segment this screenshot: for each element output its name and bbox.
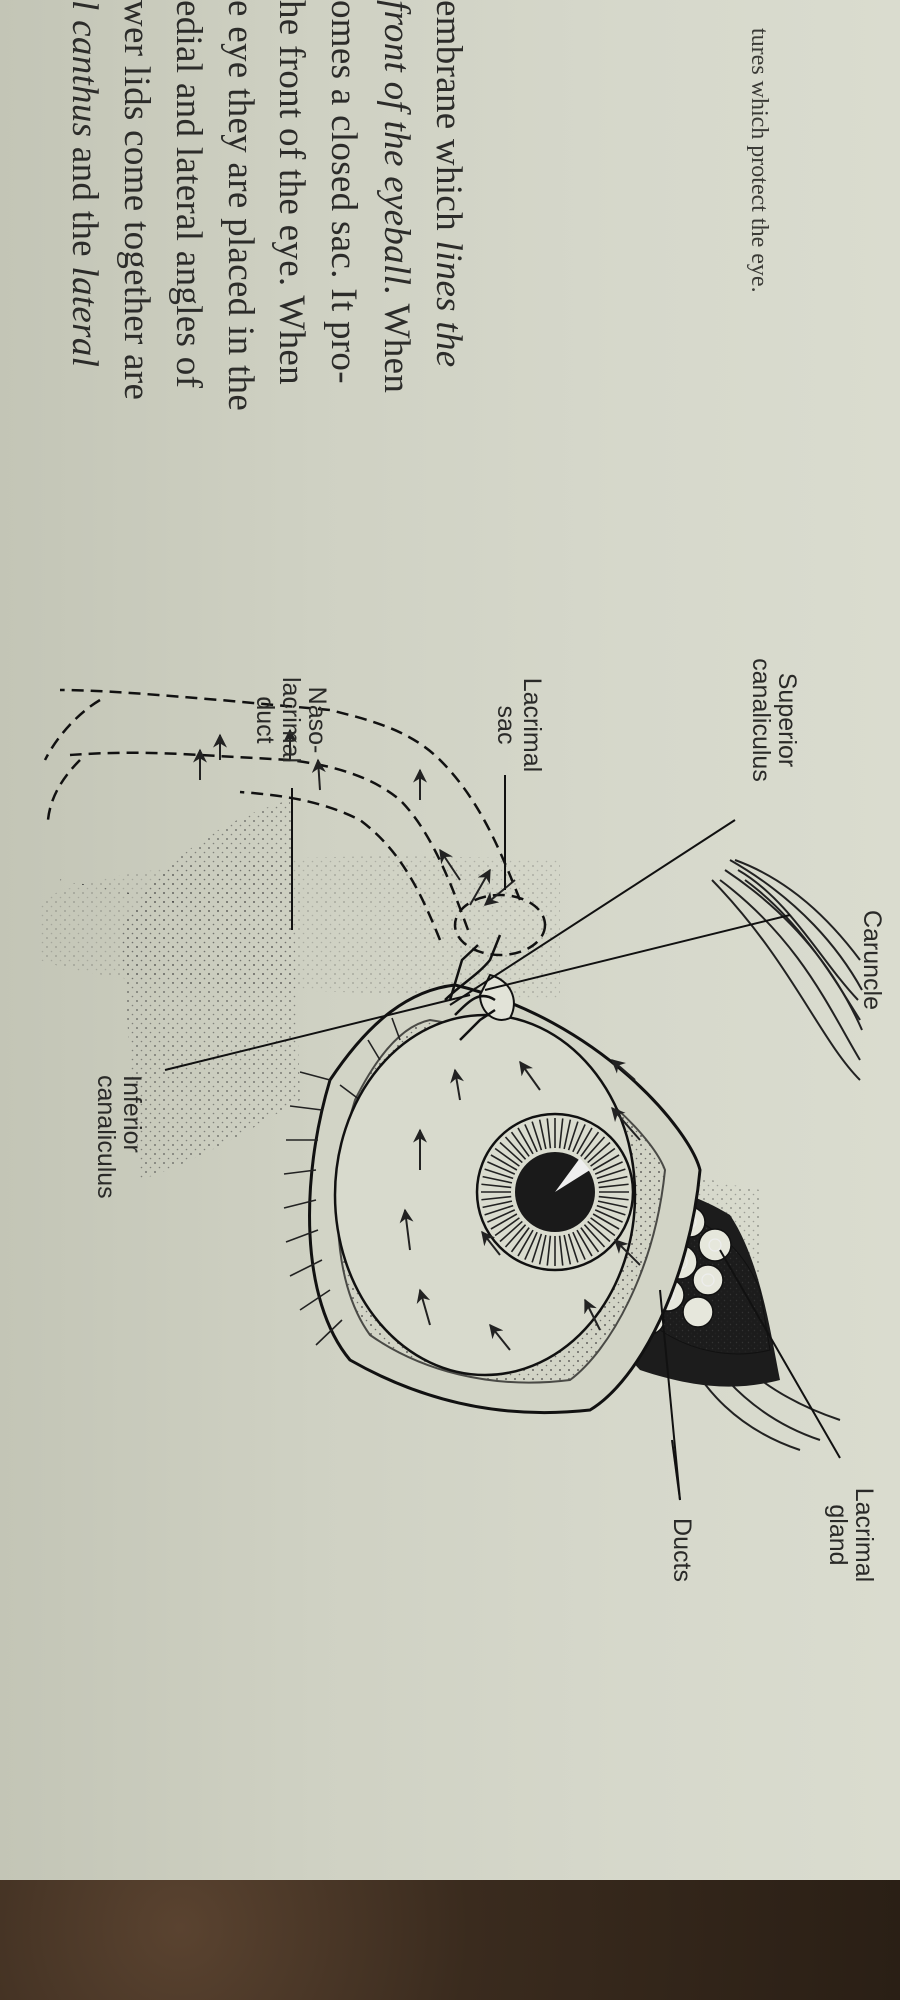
inferior-canaliculus-leader (164, 994, 471, 1071)
table-surface (0, 1880, 900, 2000)
eye-diagram (40, 688, 863, 1501)
textbook-page: tures which protect the eye. embrane whi… (0, 0, 900, 1880)
leader-lines (164, 775, 841, 1501)
duct-flow-arrows (193, 728, 516, 906)
ducts-leader-a (659, 1289, 681, 1501)
label-ducts: Ducts (668, 1518, 696, 1582)
lacrimal-sac-line2: sac (492, 705, 520, 745)
nasolacrimal-duct (43, 688, 522, 941)
label-nasolacrimal-duct: Naso- lacrimal duct (251, 660, 331, 780)
label-lacrimal-sac: Lacrimal sac (492, 665, 546, 785)
label-lacrimal-gland: Lacrimal gland (824, 1470, 878, 1600)
caruncle-leader (484, 914, 791, 991)
lacrimal-gland-line2: gland (824, 1504, 852, 1566)
superior-canaliculus-line1: Superior (773, 672, 801, 768)
nasolacrimal-line3: duct (251, 696, 279, 744)
eyeball (333, 1013, 637, 1377)
nasolacrimal-line2: lacrimal (277, 676, 305, 764)
inferior-canaliculus-line1: Inferior (118, 1075, 146, 1153)
ducts-leader-b (671, 1439, 681, 1501)
label-superior-canaliculus: Superior canaliculus (747, 625, 801, 815)
label-inferior-canaliculus: Inferior canaliculus (92, 1075, 146, 1245)
lacrimal-gland-line1: Lacrimal (850, 1487, 878, 1583)
label-caruncle: Caruncle (858, 909, 886, 1011)
lacrimal-sac (453, 893, 547, 957)
caruncle (478, 973, 515, 1021)
lacrimal-sac-line1: Lacrimal (518, 677, 546, 773)
superior-canaliculus-leader (449, 819, 736, 1006)
superior-canaliculus-line2: canaliculus (747, 658, 775, 782)
nasolacrimal-line1: Naso- (303, 686, 331, 754)
lacrimal-gland-leader (719, 1249, 841, 1459)
iris (481, 1118, 629, 1266)
tear-flow-arrows (399, 1059, 641, 1351)
inferior-canaliculus-line2: canaliculus (92, 1075, 120, 1199)
